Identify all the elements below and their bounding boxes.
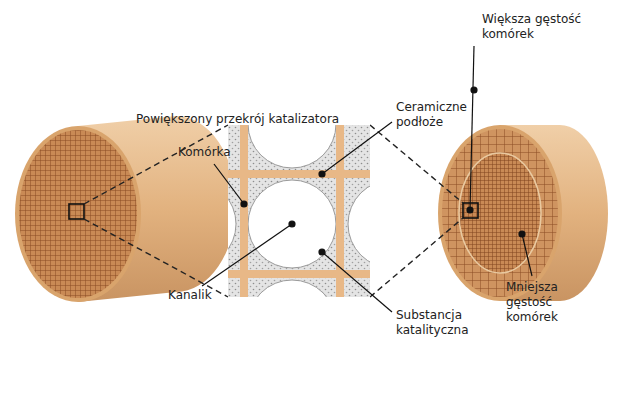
part-label: Powiększony przekrój katalizatora [136, 112, 376, 127]
catalyst-cylinder-right [438, 125, 608, 301]
leader-lines [202, 46, 532, 312]
part-label: Substancja katalityczna [396, 308, 488, 338]
part-label: Kanalik [168, 288, 238, 303]
part-label: Komórka [178, 145, 248, 160]
catalyst-cylinder-left [15, 116, 236, 302]
part-label: Większa gęstość komórek [482, 12, 592, 42]
part-label: Ceramiczne podłoże [396, 100, 486, 130]
enlarged-cross-section [228, 125, 370, 297]
part-label: Mniejsza gęstość komórek [506, 280, 606, 325]
